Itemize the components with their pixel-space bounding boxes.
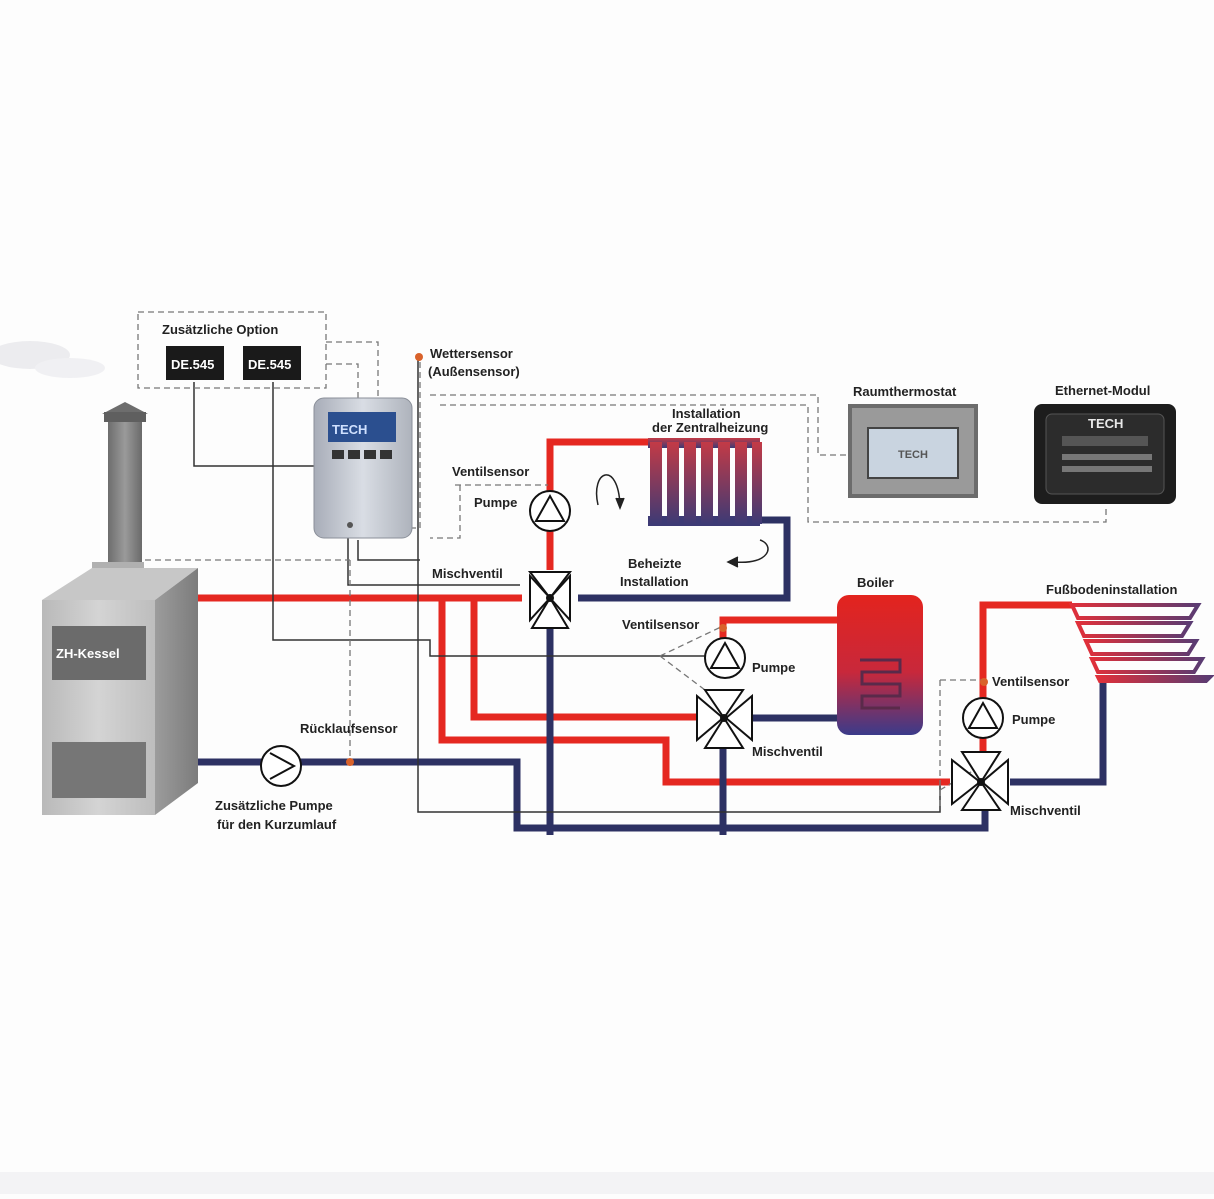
bottom-strip bbox=[0, 1172, 1214, 1194]
optional-box: Zusätzliche Option DE.545 DE.545 bbox=[162, 322, 301, 380]
mixing-valve-1-icon bbox=[527, 571, 573, 629]
boiler-label: Boiler bbox=[857, 575, 894, 590]
ch-install-sublabel: der Zentralheizung bbox=[652, 420, 768, 435]
controller-button-4 bbox=[380, 450, 392, 459]
return-pipes bbox=[198, 516, 1107, 835]
pump-2-label: Pumpe bbox=[752, 660, 795, 675]
room-thermostat-label: Raumthermostat bbox=[853, 384, 957, 399]
thermostat-screen-text: TECH bbox=[898, 449, 928, 461]
valve-sensor-1-label: Ventilsensor bbox=[452, 464, 529, 479]
controller-button-2 bbox=[348, 450, 360, 459]
return-sensor-label: Rücklaufsensor bbox=[300, 721, 398, 736]
weather-sensor-label: Wettersensor bbox=[430, 346, 513, 361]
mixing-valve-2-icon bbox=[696, 689, 753, 749]
extra-pump-sublabel: für den Kurzumlauf bbox=[217, 817, 337, 832]
valve-sensor-2-label: Ventilsensor bbox=[622, 617, 699, 632]
signal-wires bbox=[193, 360, 941, 813]
zh-kessel bbox=[42, 402, 198, 815]
de545-module-1 bbox=[166, 346, 224, 380]
mixing-valve-1-label: Mischventil bbox=[432, 566, 503, 581]
ethernet-brand-text: TECH bbox=[1088, 416, 1123, 431]
pump-1-icon bbox=[529, 490, 571, 532]
smoke-cloud bbox=[0, 341, 105, 378]
heated-install-sublabel: Installation bbox=[620, 574, 689, 589]
controller-screen bbox=[328, 412, 396, 442]
mixing-valve-3-label: Mischventil bbox=[1010, 803, 1081, 818]
controller-unit: TECH bbox=[313, 397, 413, 539]
extra-pump-icon bbox=[260, 745, 302, 787]
floor-heating-loops bbox=[1068, 603, 1214, 683]
pump-3-label: Pumpe bbox=[1012, 712, 1055, 727]
weather-sensor-sublabel: (Außensensor) bbox=[428, 364, 520, 379]
optional-box-label: Zusätzliche Option bbox=[162, 322, 278, 337]
return-sensor-icon bbox=[346, 758, 354, 766]
supply-pipes bbox=[198, 438, 1072, 786]
ethernet-module-label: Ethernet-Modul bbox=[1055, 383, 1150, 398]
de545-module-1-label: DE.545 bbox=[171, 357, 214, 372]
ethernet-module-device: TECH bbox=[1034, 404, 1176, 504]
controller-screen-text: TECH bbox=[332, 422, 367, 437]
pump-2-icon bbox=[704, 637, 746, 679]
mixing-valve-3-icon bbox=[951, 751, 1009, 811]
circulation-arrows bbox=[595, 474, 769, 568]
controller-button-1 bbox=[332, 450, 344, 459]
chimney bbox=[108, 422, 142, 567]
pump-3-icon bbox=[962, 697, 1004, 739]
weather-sensor-icon bbox=[415, 353, 423, 361]
dashed-wires bbox=[137, 311, 1107, 810]
controller-button-3 bbox=[364, 450, 376, 459]
kessel-label: ZH-Kessel bbox=[56, 646, 120, 661]
de545-module-2-label: DE.545 bbox=[248, 357, 291, 372]
boiler-tank bbox=[837, 595, 923, 735]
heated-install-label: Beheizte bbox=[628, 556, 681, 571]
mixing-valve-2-label: Mischventil bbox=[752, 744, 823, 759]
room-thermostat-device: TECH bbox=[848, 404, 978, 498]
pump-1-label: Pumpe bbox=[474, 495, 517, 510]
de545-module-2 bbox=[243, 346, 301, 380]
valve-sensor-3-label: Ventilsensor bbox=[992, 674, 1069, 689]
floor-install-label: Fußbodeninstallation bbox=[1046, 582, 1177, 597]
extra-pump-label: Zusätzliche Pumpe bbox=[215, 798, 333, 813]
valve-sensor-2-icon bbox=[719, 624, 727, 632]
valve-sensor-3-icon bbox=[980, 678, 988, 686]
ch-install-label: Installation bbox=[672, 406, 741, 421]
radiator bbox=[648, 438, 762, 526]
